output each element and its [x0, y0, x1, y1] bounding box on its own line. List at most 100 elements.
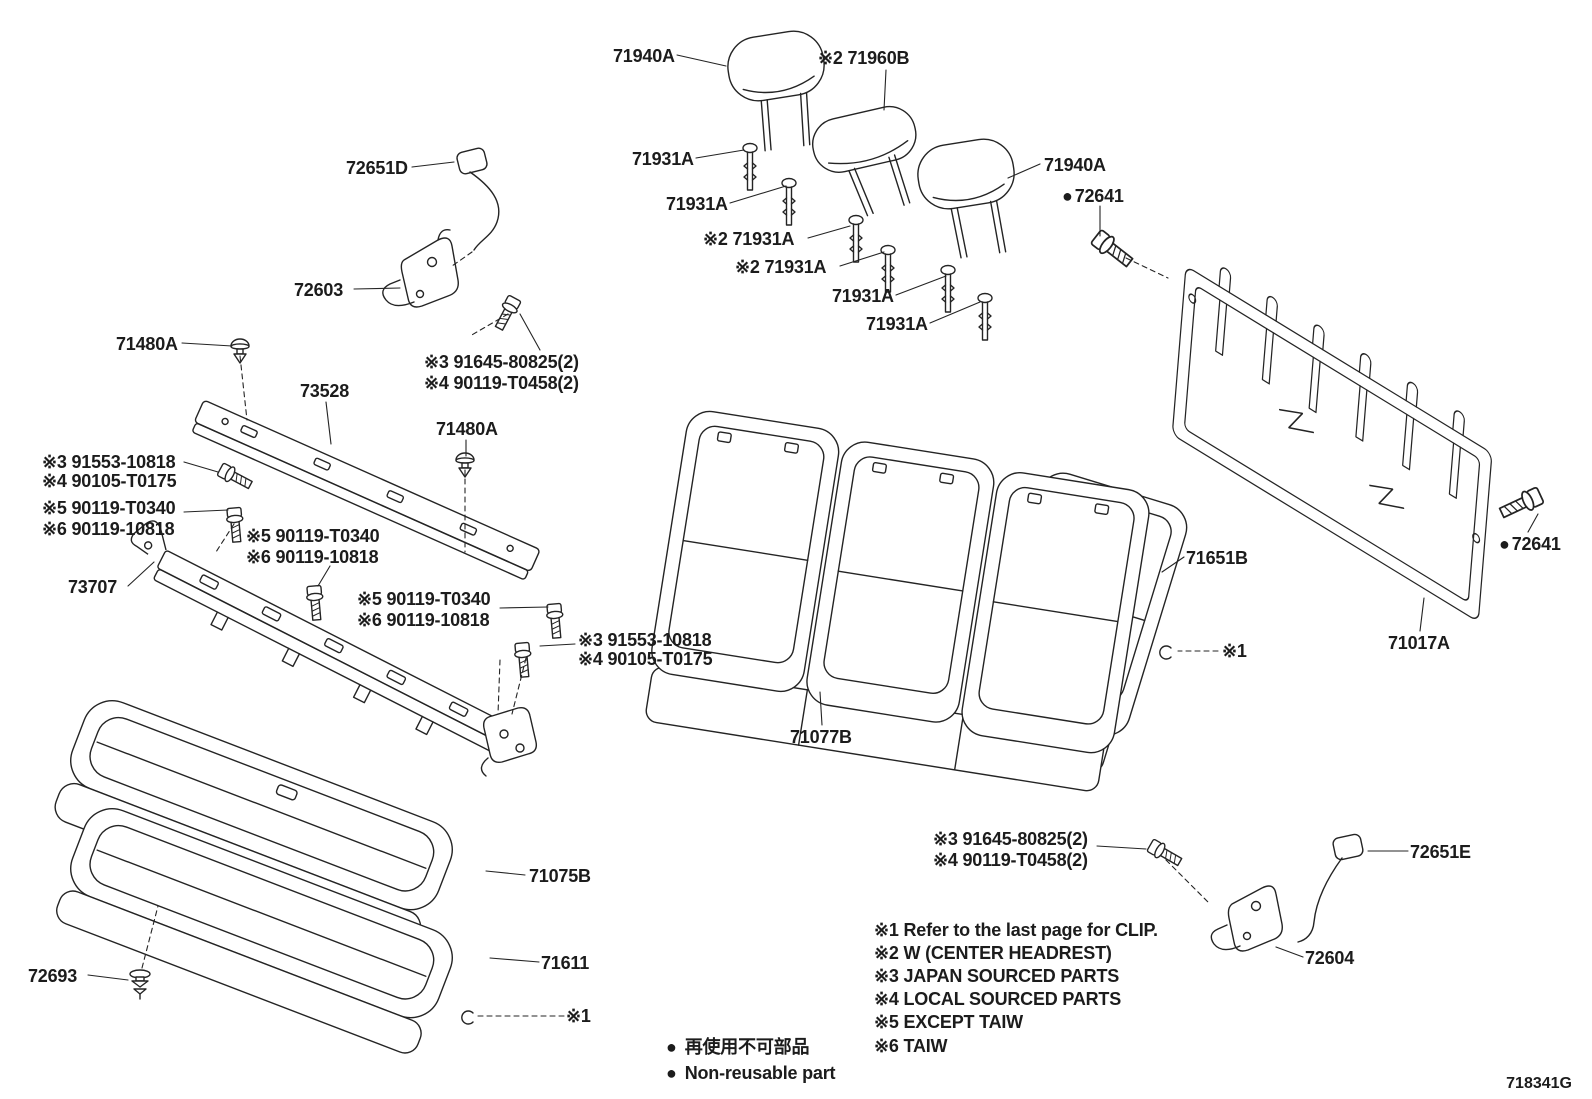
label-text: 再使用不可部品 — [684, 1037, 810, 1057]
part-label-72693: 72693 — [28, 966, 77, 987]
filled-circle-icon: ● — [666, 1063, 677, 1083]
part-label-72603: 72603 — [294, 280, 343, 301]
clip-symbol-bottom — [461, 1010, 474, 1025]
headrest-71940a-left — [727, 30, 825, 152]
part-label-91553-right-b: ※4 90105-T0175 — [578, 649, 713, 670]
lock-knob-72651e — [1297, 833, 1364, 943]
bolt-72641-top — [1088, 227, 1137, 272]
part-label-91553-right-a: ※3 91553-10818 — [578, 630, 712, 651]
note-center-headrest: ※2 W (CENTER HEADREST) — [874, 943, 1112, 964]
part-label-91553-left-b: ※4 90105-T0175 — [42, 471, 177, 492]
label-text: ※4 90105-T0175 — [42, 471, 177, 491]
part-label-72641-top: ●72641 — [1062, 186, 1124, 207]
headrest-support-71931a-3 — [848, 214, 864, 263]
filled-circle-icon: ● — [666, 1037, 677, 1057]
part-label-71931a-5: 71931A — [832, 286, 894, 307]
screw-90119-mid — [305, 584, 326, 622]
part-label-90119-right-b: ※6 90119-10818 — [357, 610, 490, 631]
seatback-frame-71017a — [1172, 267, 1492, 620]
note-taiw: ※6 TAIW — [874, 1036, 948, 1057]
screw-91645-bottom — [1145, 837, 1185, 870]
label-text: ※5 90119-T0340 — [246, 526, 380, 546]
headrest-support-71931a-5 — [940, 264, 956, 313]
label-text: ※3 91553-10818 — [578, 630, 712, 650]
label-text: ※1 — [1222, 641, 1247, 661]
part-label-71480a-right: 71480A — [436, 419, 498, 440]
legend-non-reusable-ja: ● 再使用不可部品 — [666, 1037, 809, 1058]
part-label-71940a-right: 71940A — [1044, 155, 1106, 176]
part-label-71077b: 71077B — [790, 727, 852, 748]
part-label-71480a-left: 71480A — [116, 334, 178, 355]
label-text: 71017A — [1388, 633, 1450, 653]
part-label-90119-left-b: ※6 90119-10818 — [42, 519, 175, 540]
label-text: ※5 90119-T0340 — [357, 589, 491, 609]
label-text: ※3 91553-10818 — [42, 452, 176, 472]
label-text: 73528 — [300, 381, 350, 401]
part-label-91645-top-b: ※4 90119-T0458(2) — [424, 373, 579, 394]
ref-label-1-right: ※1 — [1222, 641, 1247, 662]
part-label-72651d: 72651D — [346, 158, 408, 179]
part-label-91553-left-a: ※3 91553-10818 — [42, 452, 176, 473]
headrest-support-71931a-2 — [781, 177, 797, 226]
rail-73707 — [130, 520, 514, 756]
latch-72603 — [382, 229, 459, 308]
legend-non-reusable-en: ● Non-reusable part — [666, 1063, 836, 1084]
part-label-90119-mid-b: ※6 90119-10818 — [246, 547, 379, 568]
part-label-72604: 72604 — [1305, 948, 1354, 969]
headrest-71960b-center — [812, 105, 917, 217]
label-text: 71940A — [613, 46, 675, 66]
label-text: 71077B — [790, 727, 852, 747]
label-text: 71940A — [1044, 155, 1106, 175]
note-except-taiw: ※5 EXCEPT TAIW — [874, 1012, 1023, 1033]
screw-90119-right — [545, 602, 566, 640]
label-text: 71075B — [529, 866, 591, 886]
screw-91553-left — [215, 461, 255, 493]
label-text: ※4 LOCAL SOURCED PARTS — [874, 989, 1122, 1009]
part-label-91645-bottom-a: ※3 91645-80825(2) — [933, 829, 1088, 850]
bolt-72641-right — [1496, 485, 1546, 523]
label-text: 71931A — [866, 314, 928, 334]
label-text: 71931A — [832, 286, 894, 306]
label-text: 72651D — [346, 158, 408, 178]
label-text: ※2 71960B — [818, 48, 910, 68]
lock-knob-72651d — [456, 147, 500, 251]
cushion-pad-71611 — [56, 808, 453, 1054]
clip-72693 — [129, 969, 151, 1000]
clip-symbol-right — [1159, 645, 1172, 660]
label-text: 71611 — [541, 953, 590, 973]
label-text: 71651B — [1186, 548, 1248, 568]
label-text: ※1 — [566, 1006, 591, 1026]
label-text: 73707 — [68, 577, 118, 597]
diagram-code: 718341G — [1506, 1075, 1572, 1092]
part-label-91645-top-a: ※3 91645-80825(2) — [424, 352, 579, 373]
construction-lines — [141, 251, 1219, 1017]
leader-lines — [87, 54, 1539, 981]
panel-73528 — [192, 400, 540, 580]
part-label-71931a-3: ※2 71931A — [703, 229, 795, 250]
part-label-71931a-1: 71931A — [632, 149, 694, 170]
part-label-73528: 73528 — [300, 381, 349, 402]
label-text: ※3 91645-80825(2) — [933, 829, 1088, 849]
label-text: ※6 90119-10818 — [246, 547, 379, 567]
filled-circle-icon: ● — [1499, 534, 1510, 554]
headrest-support-71931a-6 — [977, 292, 993, 341]
label-text: 72604 — [1305, 948, 1355, 968]
part-label-71940a-left: 71940A — [613, 46, 675, 67]
label-text: 71931A — [632, 149, 694, 169]
label-text: ※6 90119-10818 — [42, 519, 175, 539]
label-text: ※4 90119-T0458(2) — [424, 373, 579, 393]
label-text: ※3 91645-80825(2) — [424, 352, 579, 372]
label-text: ※2 71931A — [735, 257, 827, 277]
part-label-71075b: 71075B — [529, 866, 591, 887]
label-text: 72641 — [1074, 186, 1124, 206]
part-label-71960b: ※2 71960B — [818, 48, 910, 69]
label-text: Non-reusable part — [684, 1063, 836, 1083]
label-text: ※1 Refer to the last page for CLIP. — [874, 920, 1158, 940]
label-text: 72641 — [1511, 534, 1561, 554]
label-text: 72603 — [294, 280, 344, 300]
seatback-71077b — [645, 410, 1150, 792]
part-label-71931a-4: ※2 71931A — [735, 257, 827, 278]
screw-91645-top — [491, 293, 523, 333]
label-text: ※4 90105-T0175 — [578, 649, 713, 669]
